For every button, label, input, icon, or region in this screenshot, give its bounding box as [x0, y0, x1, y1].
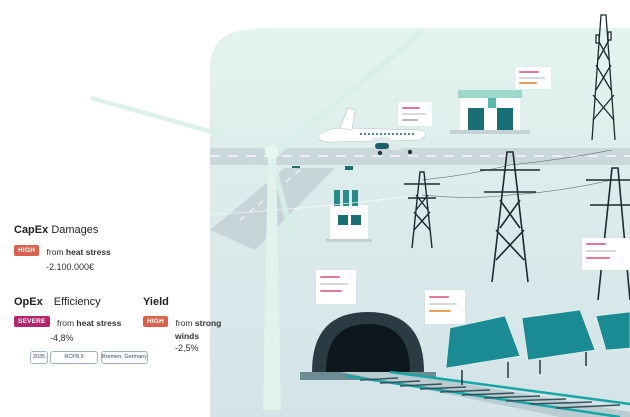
opex-title: OpEx Efficiency	[14, 296, 144, 308]
runway	[210, 148, 630, 165]
telecom-tower	[591, 14, 616, 141]
risk-badge: HIGH	[14, 245, 40, 257]
opex-title-bold: OpEx	[14, 296, 43, 308]
capex-risk-row: HIGH from heat stress	[14, 242, 214, 260]
yield-cause-line1: strong	[194, 318, 222, 328]
opex-value: -4,8%	[50, 333, 74, 343]
substation	[326, 190, 372, 242]
opex-panel: OpEx Efficiency SEVERE from heat stress …	[14, 296, 144, 343]
from-label: from	[57, 318, 75, 328]
info-card	[398, 102, 432, 126]
capex-panel: CapEx Damages HIGH from heat stress -2.1…	[14, 224, 214, 272]
location-filter-chip[interactable]: Bremen, Germany	[101, 351, 148, 364]
info-card	[425, 290, 465, 324]
opex-title-rest: Efficiency	[53, 296, 101, 308]
capex-title: CapEx Damages	[14, 224, 214, 236]
capex-title-bold: CapEx	[14, 224, 49, 236]
railway	[340, 370, 630, 417]
yield-value: -2,5%	[175, 343, 199, 353]
opex-cause: heat stress	[76, 318, 122, 328]
solar-panels	[445, 309, 630, 385]
capex-title-rest: Damages	[51, 224, 99, 236]
capex-cause: heat stress	[65, 247, 111, 257]
from-label: from	[46, 247, 64, 257]
power-pylon	[480, 151, 540, 283]
info-card	[582, 238, 630, 270]
from-label: from	[175, 318, 193, 328]
info-card	[316, 270, 356, 304]
power-pylon	[586, 167, 630, 301]
airplane	[317, 107, 427, 156]
scenario-filter-chip[interactable]: RCP8.5	[50, 351, 98, 364]
opex-risk-row: SEVERE from heat stress	[14, 313, 144, 331]
risk-badge: SEVERE	[14, 316, 50, 328]
yield-title: Yield	[143, 296, 169, 308]
warehouse-building	[450, 90, 530, 134]
wind-turbine	[90, 30, 424, 410]
yield-panel: Yield HIGH from strong winds -2,5%	[143, 296, 243, 353]
yield-cause-line2-row: winds	[175, 331, 243, 341]
power-pylon	[404, 171, 440, 249]
yield-cause-line2: winds	[175, 331, 200, 341]
risk-badge: HIGH	[143, 316, 169, 328]
capex-value: -2.100.000€	[46, 262, 95, 272]
yield-risk-row: HIGH from strong	[143, 313, 243, 331]
year-filter-chip[interactable]: 2035	[30, 351, 48, 364]
info-card	[515, 67, 551, 89]
